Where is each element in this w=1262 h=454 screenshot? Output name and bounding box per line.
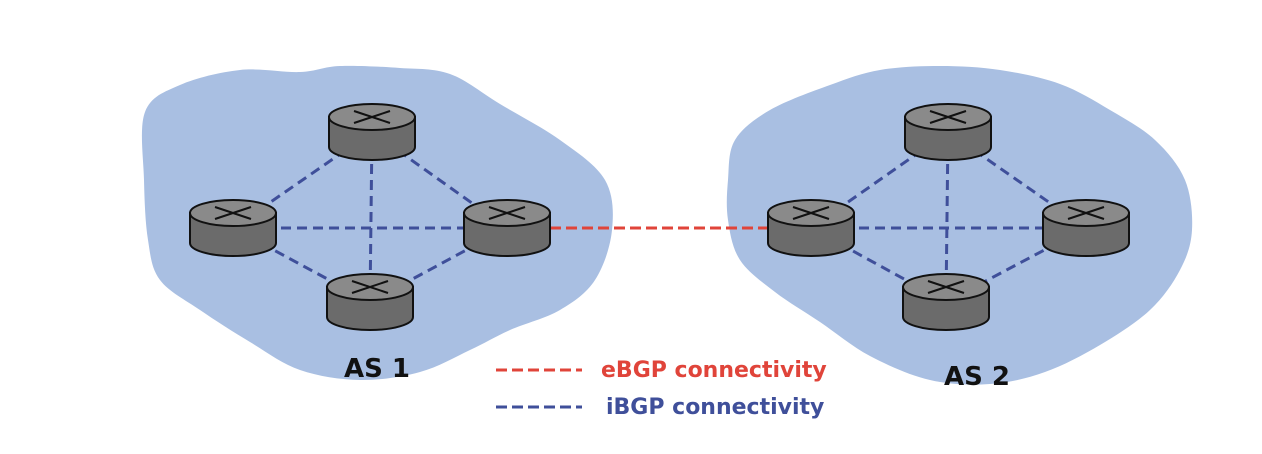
as2-ibgp-link-top-bottom [944,131,950,303]
as2-cloud [726,66,1193,385]
router-cross-icon [929,110,967,124]
router-cross-icon [353,110,391,124]
as2-ibgp-link-top-left [810,130,949,230]
as1-ibgp-link-top-bottom [368,131,374,303]
as1-router-left [189,199,277,257]
router-cross-icon [1067,206,1105,220]
routers [189,103,1130,331]
router-cross-icon [927,280,965,294]
as1-router-bottom [326,273,414,331]
as1-router-right [463,199,551,257]
as-clouds [141,65,1193,385]
as1-router-top [328,103,416,161]
as1-label: AS 1 [344,354,410,384]
router-cross-icon [792,206,830,220]
as2-router-right [1042,199,1130,257]
as2-router-bottom [902,273,990,331]
as1-ibgp-link-top-right [371,130,508,230]
as2-router-left [767,199,855,257]
as1-cloud [141,65,613,381]
legend: eBGP connectivity iBGP connectivity [496,358,827,420]
as2-ibgp-link-top-right [947,130,1087,230]
router-cross-icon [488,206,526,220]
as1-ibgp-link-top-left [232,130,373,230]
router-cross-icon [351,280,389,294]
ebgp-legend-label: eBGP connectivity [601,358,827,383]
router-cross-icon [214,206,252,220]
ibgp-legend-label: iBGP connectivity [606,395,824,420]
as2-label: AS 2 [944,362,1010,392]
as2-router-top [904,103,992,161]
